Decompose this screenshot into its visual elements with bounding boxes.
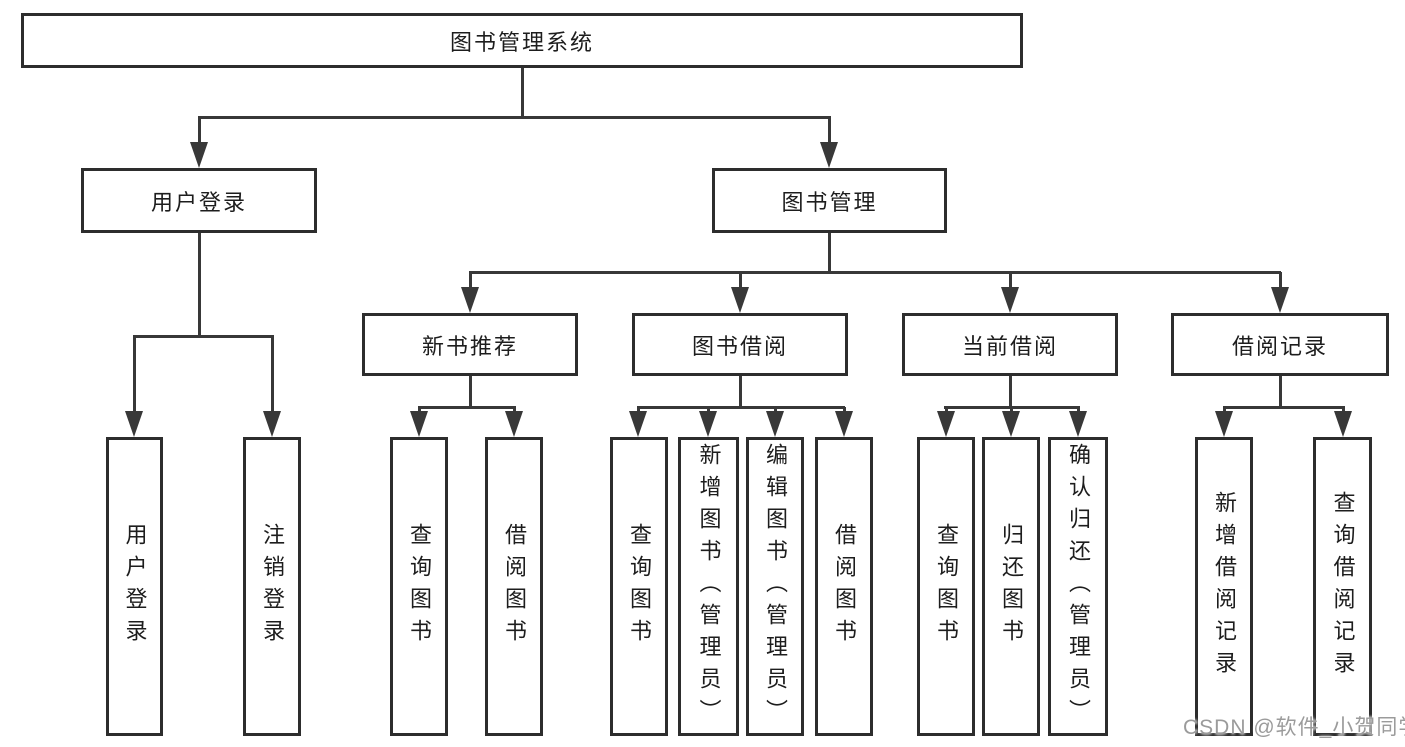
connector-line — [133, 334, 274, 338]
connector-line — [520, 68, 524, 119]
connector-line — [738, 376, 742, 409]
arrowhead-icon — [1271, 287, 1289, 313]
arrowhead-icon — [125, 411, 143, 437]
node-label: 借阅图书 — [832, 522, 857, 651]
connector-line — [132, 336, 136, 425]
arrowhead-icon — [1001, 287, 1019, 313]
node-label: 查询借阅记录 — [1330, 490, 1356, 683]
node-label: 编辑图书（管理员） — [763, 442, 788, 731]
node-library-system: 图书管理系统 — [21, 13, 1023, 68]
node-new-book-recommend: 新书推荐 — [362, 313, 578, 376]
node-label: 用户登录 — [150, 189, 247, 215]
arrowhead-icon — [263, 411, 281, 437]
arrowhead-icon — [731, 287, 749, 313]
csdn-watermark: CSDN @软件_小贺同学 — [1183, 716, 1405, 739]
arrowhead-icon — [937, 411, 955, 437]
node-label: 新书推荐 — [421, 333, 518, 359]
connector-line — [197, 117, 201, 156]
connector-line — [1008, 272, 1012, 301]
arrowhead-icon — [699, 411, 717, 437]
arrowhead-icon — [835, 411, 853, 437]
connector-line — [637, 405, 845, 409]
leaf-borrow-books-2: 借阅图书 — [815, 437, 873, 736]
node-label: 新增借阅记录 — [1212, 490, 1237, 683]
connector-line — [468, 376, 472, 409]
leaf-query-borrow-record: 查询借阅记录 — [1313, 437, 1372, 736]
node-label: 归还图书 — [999, 522, 1024, 651]
arrowhead-icon — [766, 411, 784, 437]
connector-line — [827, 117, 831, 156]
node-label: 查询图书 — [934, 522, 959, 651]
connector-line — [1278, 272, 1282, 301]
connector-line — [418, 405, 516, 409]
node-label: 新增图书（管理员） — [696, 442, 722, 731]
connector-line — [270, 336, 274, 425]
arrowhead-icon — [1334, 411, 1352, 437]
node-label: 借阅图书 — [502, 522, 527, 651]
connector-line — [1223, 405, 1345, 409]
leaf-edit-books-admin: 编辑图书（管理员） — [746, 437, 804, 736]
arrowhead-icon — [1215, 411, 1233, 437]
leaf-logout: 注销登录 — [243, 437, 301, 736]
leaf-borrow-books-1: 借阅图书 — [485, 437, 543, 736]
connector-line — [1278, 376, 1282, 409]
node-book-borrowing: 图书借阅 — [632, 313, 848, 376]
arrowhead-icon — [1002, 411, 1020, 437]
node-label: 确认归还（管理员） — [1066, 442, 1091, 731]
node-user-login: 用户登录 — [81, 168, 317, 233]
connector-line — [827, 233, 831, 274]
arrowhead-icon — [410, 411, 428, 437]
leaf-confirm-return-admin: 确认归还（管理员） — [1048, 437, 1108, 736]
leaf-query-books-3: 查询图书 — [917, 437, 975, 736]
node-label: 注销登录 — [260, 522, 285, 651]
connector-line — [738, 272, 742, 301]
node-label: 图书管理系统 — [449, 29, 594, 55]
leaf-return-books: 归还图书 — [982, 437, 1040, 736]
leaf-user-login: 用户登录 — [106, 437, 163, 736]
node-label: 查询图书 — [407, 522, 432, 651]
node-label: 图书管理 — [781, 189, 878, 215]
arrowhead-icon — [190, 142, 208, 168]
connector-line — [469, 270, 1281, 274]
arrowhead-icon — [629, 411, 647, 437]
arrowhead-icon — [820, 142, 838, 168]
leaf-query-books-2: 查询图书 — [610, 437, 668, 736]
arrowhead-icon — [461, 287, 479, 313]
arrowhead-icon — [1069, 411, 1087, 437]
leaf-add-books-admin: 新增图书（管理员） — [678, 437, 739, 736]
node-label: 用户登录 — [122, 522, 148, 651]
leaf-add-borrow-record: 新增借阅记录 — [1195, 437, 1253, 736]
node-label: 借阅记录 — [1231, 333, 1328, 359]
node-label: 查询图书 — [627, 522, 652, 651]
connector-line — [198, 115, 831, 119]
leaf-query-books-1: 查询图书 — [390, 437, 448, 736]
connector-line — [468, 272, 472, 301]
node-borrowing-records: 借阅记录 — [1171, 313, 1389, 376]
node-label: 图书借阅 — [691, 333, 788, 359]
arrowhead-icon — [505, 411, 523, 437]
node-current-borrowing: 当前借阅 — [902, 313, 1118, 376]
connector-line — [197, 233, 201, 338]
node-label: 当前借阅 — [961, 333, 1058, 359]
node-book-management: 图书管理 — [712, 168, 947, 233]
connector-line — [1008, 376, 1012, 409]
